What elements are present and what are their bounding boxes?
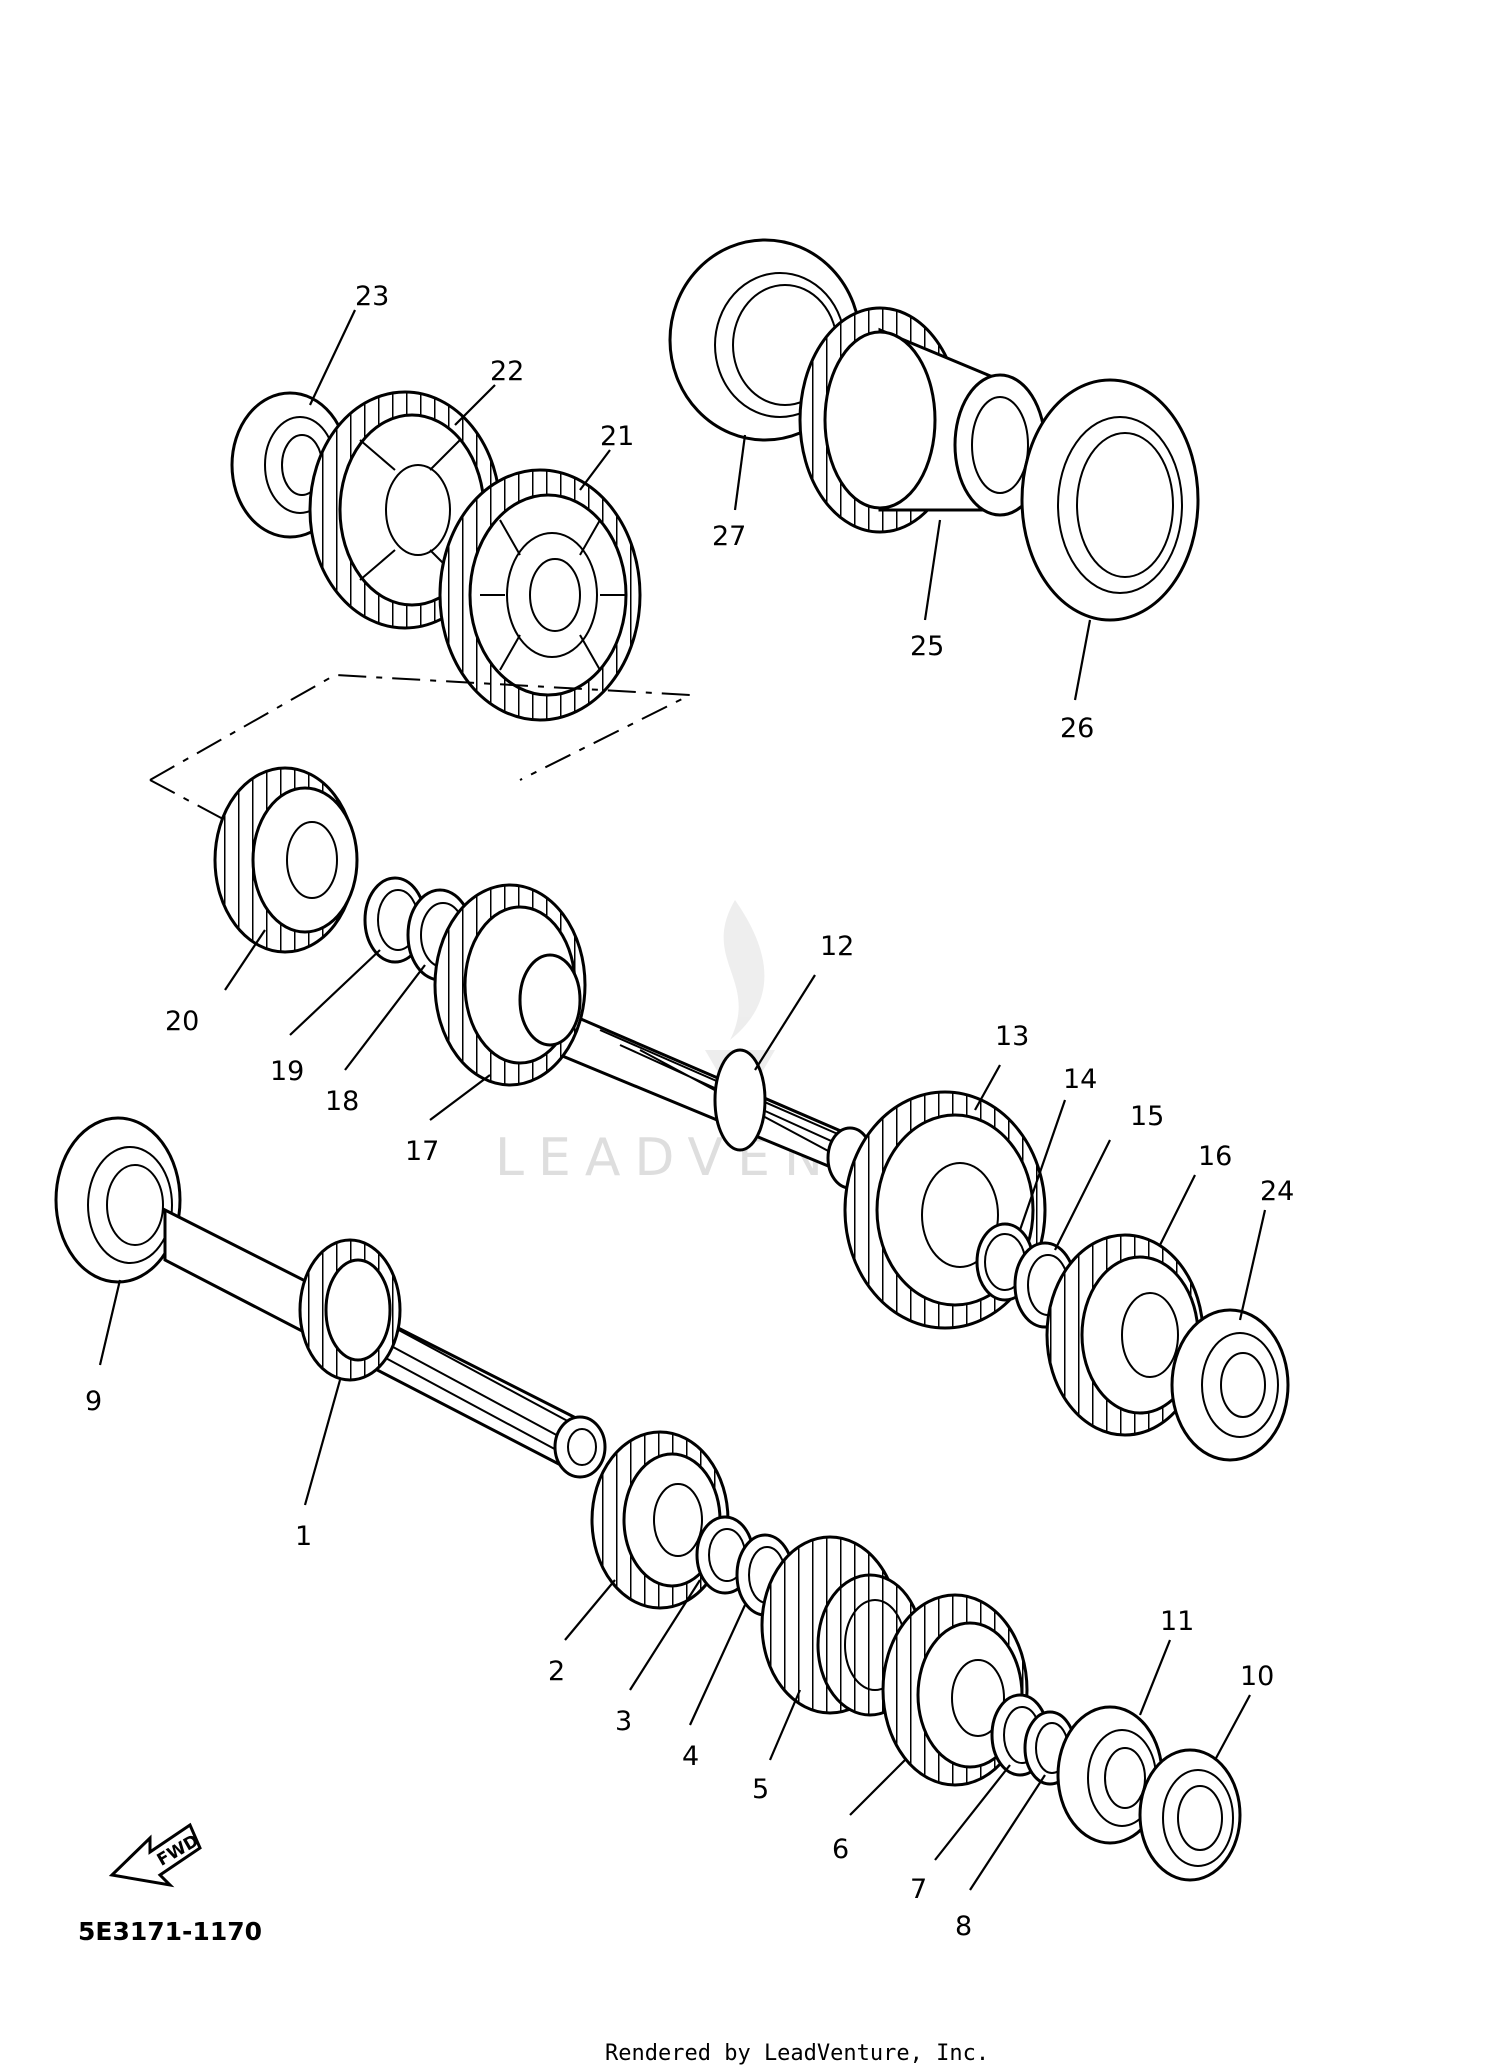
assembly-bracket <box>149 673 694 821</box>
callout-16: 16 <box>1198 1141 1232 1172</box>
gear-21 <box>438 468 642 722</box>
callout-6: 6 <box>832 1834 849 1865</box>
callout-18: 18 <box>325 1086 359 1117</box>
callout-2: 2 <box>548 1656 565 1687</box>
callout-5: 5 <box>752 1774 769 1805</box>
callout-13: 13 <box>995 1021 1029 1052</box>
callout-9: 9 <box>85 1386 102 1417</box>
gear-20 <box>213 766 359 954</box>
callout-10: 10 <box>1240 1661 1274 1692</box>
gear-16 <box>1045 1233 1205 1437</box>
render-credit: Rendered by LeadVenture, Inc. <box>605 2041 989 2066</box>
callout-20: 20 <box>165 1006 199 1037</box>
callout-8: 8 <box>955 1911 972 1942</box>
callout-26: 26 <box>1060 713 1094 744</box>
forward-arrow-icon: FWD <box>108 1822 202 1888</box>
callout-24: 24 <box>1260 1176 1294 1207</box>
callout-1: 1 <box>295 1521 312 1552</box>
callouts: 23 22 21 27 25 26 20 19 18 17 12 13 14 1… <box>85 281 1294 1942</box>
callout-3: 3 <box>615 1706 632 1737</box>
bearing-9 <box>54 1116 182 1284</box>
gear-collar-25 <box>798 306 1047 534</box>
callout-14: 14 <box>1063 1064 1097 1095</box>
callout-21: 21 <box>600 421 634 452</box>
callout-23: 23 <box>355 281 389 312</box>
callout-4: 4 <box>682 1741 699 1772</box>
callout-15: 15 <box>1130 1101 1164 1132</box>
callout-11: 11 <box>1160 1606 1194 1637</box>
callout-25: 25 <box>910 631 944 662</box>
part-code: 5E3171-1170 <box>78 1917 262 1946</box>
gear-1-teeth <box>298 1238 402 1382</box>
oil-seal-10 <box>1138 1748 1242 1882</box>
gear-17 <box>433 883 587 1087</box>
callout-17: 17 <box>405 1136 439 1167</box>
callout-19: 19 <box>270 1056 304 1087</box>
callout-22: 22 <box>490 356 524 387</box>
leader-lines <box>98 309 1267 1891</box>
bearing-24 <box>1170 1308 1290 1462</box>
callout-27: 27 <box>712 521 746 552</box>
bearing-26 <box>1020 378 1200 622</box>
callout-12: 12 <box>820 931 854 962</box>
callout-7: 7 <box>910 1874 927 1905</box>
